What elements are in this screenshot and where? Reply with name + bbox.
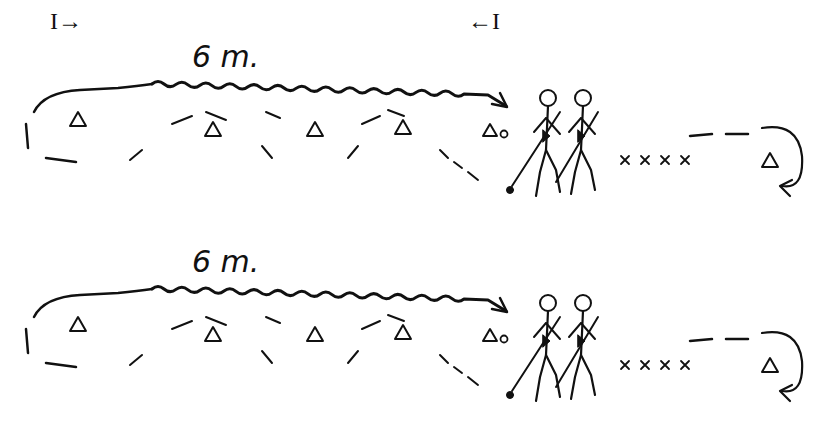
distance-label: 6 m. — [192, 245, 259, 278]
distance-label: 6 m. — [192, 40, 259, 73]
direction-label: ←I — [468, 8, 500, 34]
direction-label: I→ — [50, 8, 82, 34]
